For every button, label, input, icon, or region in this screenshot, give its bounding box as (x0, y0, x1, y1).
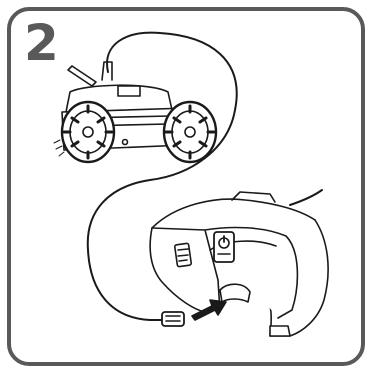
robot-left-wheel (62, 102, 114, 162)
robot-right-wheel (164, 102, 216, 162)
power-cable (88, 33, 237, 320)
robot-cleaner (54, 62, 216, 162)
power-button (214, 232, 234, 262)
cable-plug (162, 312, 184, 326)
dock-cable (290, 190, 322, 205)
